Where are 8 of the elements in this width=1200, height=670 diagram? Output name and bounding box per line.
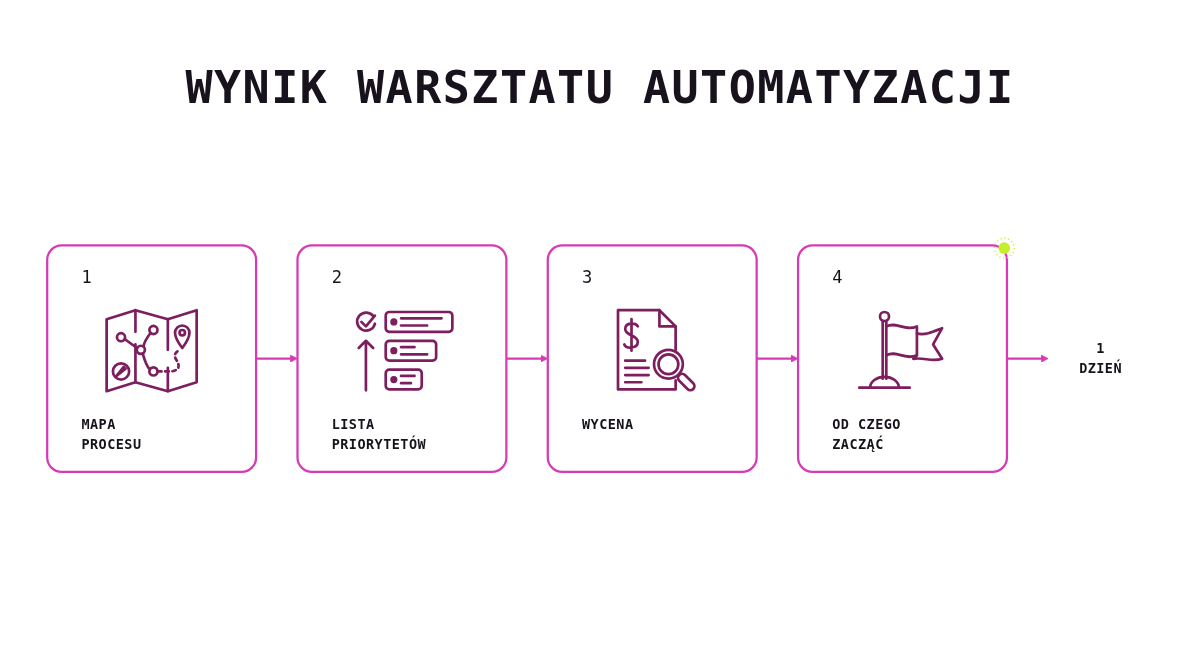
- diagram-title: WYNIK WARSZTATU AUTOMATYZACJI: [184, 60, 1016, 116]
- node-text: 1 DZIEŃ: [1079, 340, 1123, 377]
- node-box: 2 LISTA PRIORYTETÓW: [296, 244, 508, 473]
- node-box: 3 WYCENA: [546, 244, 758, 473]
- node-box: 1 MAPA PROCESU: [46, 244, 258, 473]
- arrow: [756, 354, 799, 363]
- arrow: [256, 354, 298, 363]
- arrow: [1006, 354, 1049, 363]
